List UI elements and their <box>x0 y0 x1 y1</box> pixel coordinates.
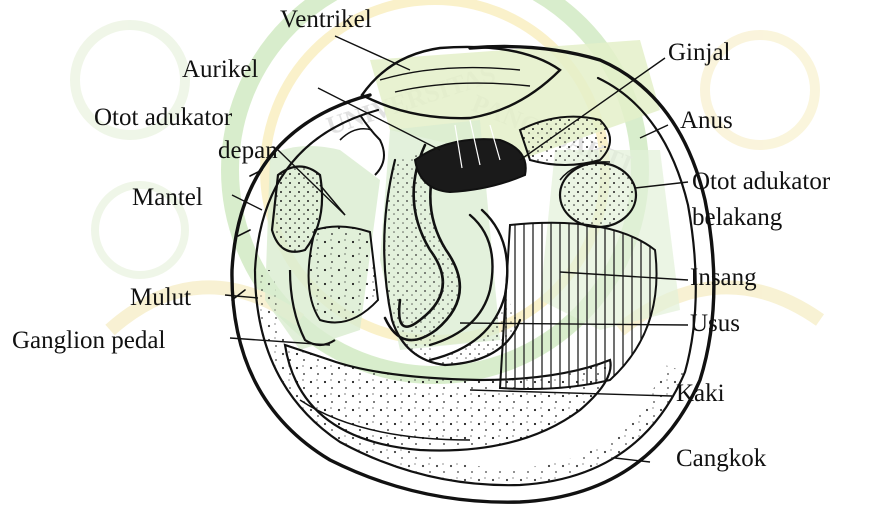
label-otot-adukator-belakang-line1: Otot adukator <box>692 168 830 196</box>
label-anus: Anus <box>680 107 733 135</box>
label-otot-adukator-depan-line1: Otot adukator <box>94 104 232 132</box>
posterior-adductor-muscle <box>560 162 636 227</box>
label-mantel: Mantel <box>132 184 203 212</box>
label-mulut: Mulut <box>130 284 191 312</box>
label-ganglion-pedal: Ganglion pedal <box>12 327 165 355</box>
label-otot-adukator-depan-line2: depan <box>218 137 278 165</box>
gill-area <box>500 223 657 389</box>
label-aurikel: Aurikel <box>182 56 258 84</box>
label-ginjal: Ginjal <box>668 39 731 67</box>
label-usus: Usus <box>690 310 740 338</box>
label-insang: Insang <box>690 264 757 292</box>
label-ventrikel: Ventrikel <box>280 6 372 34</box>
label-kaki: Kaki <box>676 380 725 408</box>
label-otot-adukator-belakang-line2: belakang <box>692 204 782 232</box>
label-cangkok: Cangkok <box>676 445 766 473</box>
